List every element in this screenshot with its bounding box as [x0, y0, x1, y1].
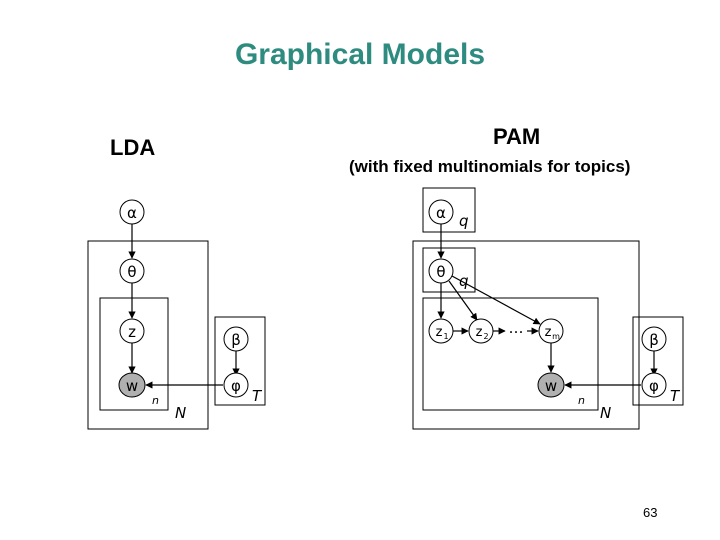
lda-plate-T-label: T	[252, 387, 263, 405]
svg-text:α: α	[127, 204, 137, 222]
pam-word-plate	[422, 297, 599, 411]
svg-text:θ: θ	[127, 263, 136, 281]
pam-heading: PAM	[493, 124, 541, 149]
pam-theta-node: θ	[428, 258, 454, 284]
svg-text:2: 2	[483, 332, 488, 341]
svg-text:m: m	[552, 332, 560, 341]
pam-topic-plate	[632, 316, 684, 406]
lda-word-plate	[99, 297, 169, 411]
svg-text:φ: φ	[231, 377, 241, 395]
lda-beta-node: β	[223, 326, 249, 352]
svg-text:w: w	[126, 377, 138, 395]
svg-text:z: z	[436, 325, 443, 340]
svg-text:β: β	[231, 331, 241, 349]
pam-beta-node: β	[641, 326, 667, 352]
lda-graph: α θ z w β φ n N T	[87, 199, 266, 430]
pam-alpha-plate	[422, 187, 476, 233]
pam-graph: α θ z 1 z 2 … z m w β	[412, 187, 684, 430]
lda-alpha-node: α	[119, 199, 145, 225]
svg-text:z: z	[128, 323, 136, 341]
pam-ellipsis: …	[509, 319, 524, 337]
lda-topic-plate	[214, 316, 266, 406]
svg-text:1: 1	[443, 332, 448, 341]
page-number: 63	[643, 505, 658, 520]
pam-theta-plate-q-label: q	[459, 272, 469, 290]
slide-title: Graphical Models	[234, 38, 486, 71]
pam-z2-node: z 2	[468, 318, 494, 344]
svg-text:z: z	[476, 325, 483, 340]
svg-text:α: α	[436, 204, 446, 222]
lda-heading: LDA	[110, 135, 156, 160]
lda-theta-node: θ	[119, 258, 145, 284]
pam-plate-N-label: N	[600, 404, 611, 422]
pam-alpha-plate-q-label: q	[459, 212, 469, 230]
lda-plate-n-label: n	[152, 394, 159, 407]
pam-edge-theta-zm	[451, 275, 541, 325]
lda-w-node: w	[118, 372, 146, 398]
pam-zm-node: z m	[538, 318, 564, 344]
svg-text:β: β	[649, 331, 659, 349]
pam-plate-T-label: T	[670, 387, 681, 405]
lda-phi-node: φ	[223, 372, 249, 398]
pam-alpha-node: α	[428, 199, 454, 225]
pam-subheading: (with fixed multinomials for topics)	[349, 157, 631, 176]
pam-w-node: w	[537, 372, 565, 398]
pam-document-plate	[412, 240, 640, 430]
svg-text:θ: θ	[436, 263, 445, 281]
svg-text:w: w	[545, 377, 557, 395]
pam-edge-theta-z2	[448, 280, 478, 321]
svg-text:z: z	[545, 325, 552, 340]
svg-text:φ: φ	[649, 377, 659, 395]
lda-z-node: z	[119, 318, 145, 344]
pam-phi-node: φ	[641, 372, 667, 398]
pam-z1-node: z 1	[428, 318, 454, 344]
pam-plate-n-label: n	[578, 394, 585, 407]
lda-plate-N-label: N	[175, 404, 186, 422]
lda-document-plate	[87, 240, 209, 430]
pam-theta-plate	[422, 247, 476, 293]
